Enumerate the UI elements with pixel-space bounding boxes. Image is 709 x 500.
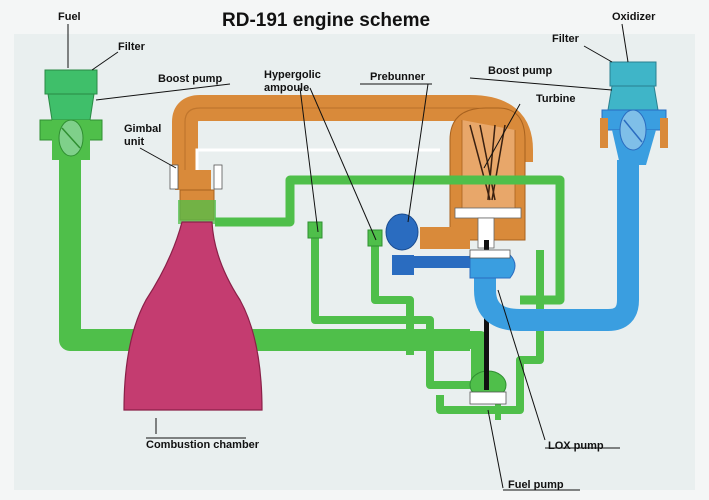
label-prebunner: Prebunner	[370, 71, 426, 83]
label-hypergolic-1: Hypergolic	[264, 69, 321, 81]
label-lox-pump: LOX pump	[548, 440, 604, 452]
label-boost-pump-left: Boost pump	[158, 73, 222, 85]
diagram-title: RD-191 engine scheme	[222, 10, 430, 31]
label-gimbal-unit-1: Gimbal	[124, 123, 161, 135]
label-hypergolic-2: ampoule	[264, 82, 309, 94]
label-fuel: Fuel	[58, 11, 81, 23]
lox-pump	[470, 250, 515, 278]
gimbal-housing	[175, 170, 211, 190]
label-fuel-pump: Fuel pump	[508, 479, 564, 491]
label-boost-pump-right: Boost pump	[488, 65, 552, 77]
gimbal-unit-right	[214, 165, 222, 189]
label-oxidizer: Oxidizer	[612, 11, 656, 23]
label-filter-left: Filter	[118, 41, 146, 53]
label-filter-right: Filter	[552, 33, 580, 45]
label-combustion-chamber: Combustion chamber	[146, 439, 260, 451]
label-turbine: Turbine	[536, 93, 576, 105]
gimbal-unit	[170, 165, 178, 189]
label-gimbal-unit-2: unit	[124, 136, 144, 148]
